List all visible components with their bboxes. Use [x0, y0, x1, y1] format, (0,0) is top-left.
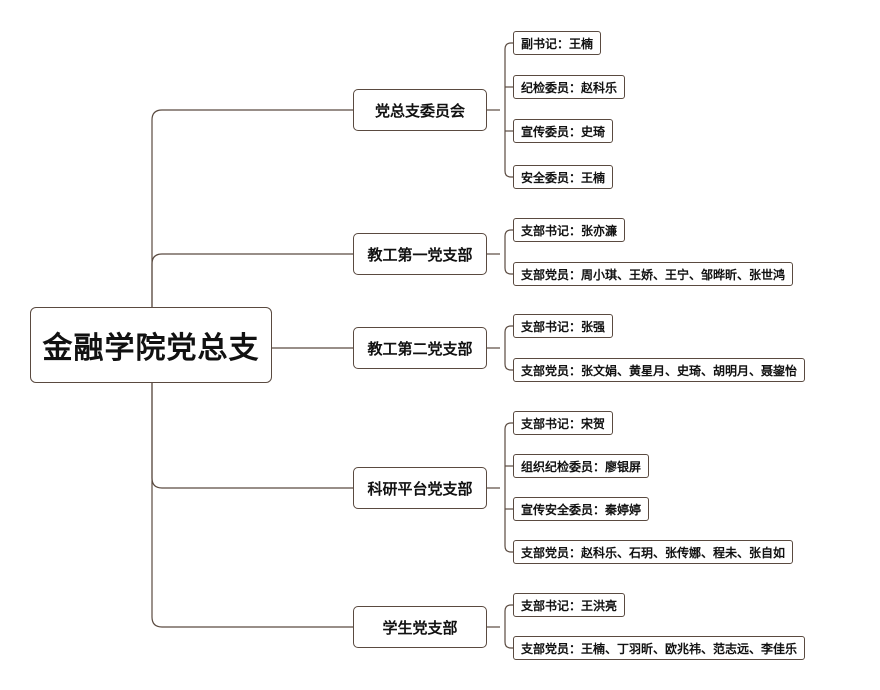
leaf-node: 纪检委员：赵科乐: [513, 75, 626, 99]
root-spine-line: [151, 383, 353, 628]
leaf-node: 副书记：王楠: [513, 31, 602, 55]
leaf-node: 支部党员：周小琪、王娇、王宁、邹晔昕、张世鸿: [513, 262, 794, 286]
branch-spine-line: [504, 42, 513, 178]
leaf-node: 支部书记：张强: [513, 314, 614, 338]
branch-spine-line: [504, 422, 513, 553]
leaf-node: 支部书记：王洪亮: [513, 593, 626, 617]
root-spine-line: [151, 383, 353, 489]
leaf-node: 宣传安全委员：秦婷婷: [513, 497, 650, 521]
branch-spine-line: [504, 604, 513, 649]
leaf-node: 支部书记：宋贺: [513, 411, 614, 435]
leaf-node: 安全委员：王楠: [513, 165, 614, 189]
branch-node: 科研平台党支部: [353, 467, 487, 509]
root-node: 金融学院党总支: [30, 307, 272, 383]
leaf-node: 组织纪检委员：廖银屏: [513, 454, 650, 478]
branch-node: 学生党支部: [353, 606, 487, 648]
branch-node: 党总支委员会: [353, 89, 487, 131]
branch-spine-line: [504, 325, 513, 371]
root-spine-line: [151, 109, 353, 307]
branch-node: 教工第一党支部: [353, 233, 487, 275]
branch-node: 教工第二党支部: [353, 327, 487, 369]
leaf-node: 支部党员：赵科乐、石玥、张传娜、程未、张自如: [513, 540, 794, 564]
leaf-node: 宣传委员：史琦: [513, 119, 614, 143]
leaf-node: 支部党员：张文娟、黄星月、史琦、胡明月、聂鋆怡: [513, 358, 806, 382]
leaf-node: 支部书记：张亦濂: [513, 218, 626, 242]
root-spine-line: [151, 253, 353, 307]
leaf-node: 支部党员：王楠、丁羽昕、欧兆祎、范志远、李佳乐: [513, 636, 806, 660]
branch-spine-line: [504, 229, 513, 275]
